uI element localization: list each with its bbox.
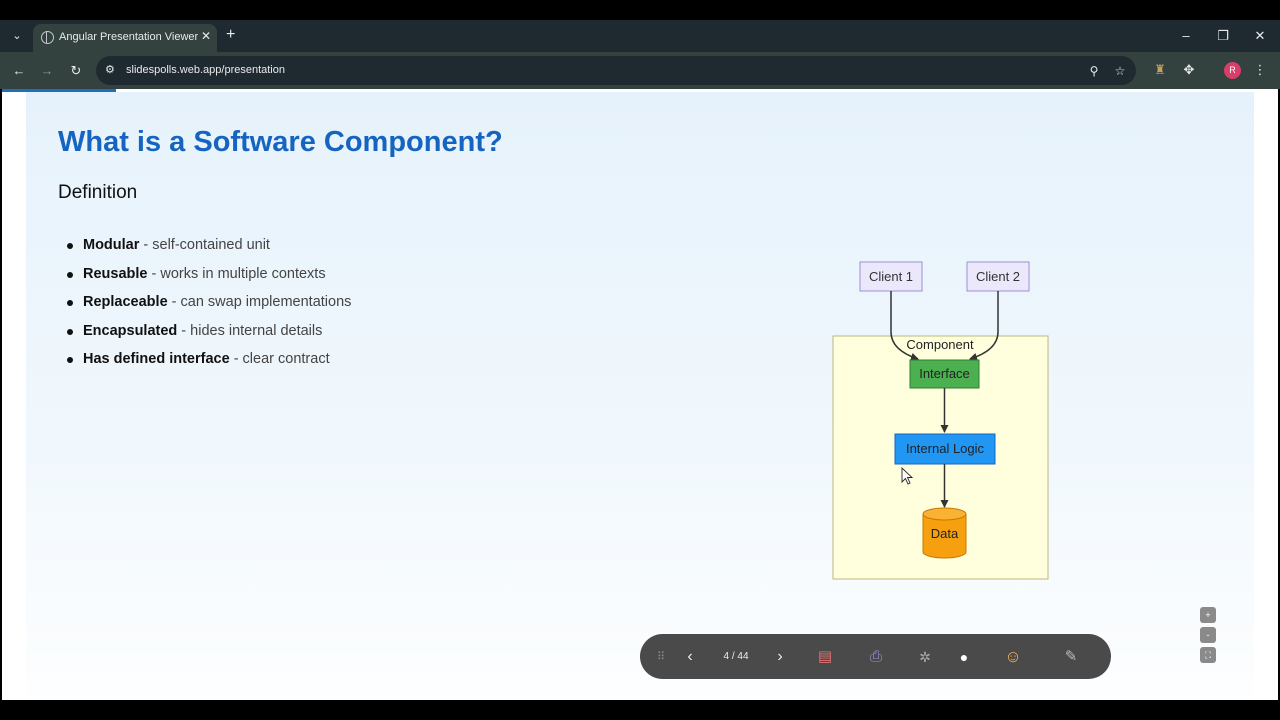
print-icon[interactable]: ⎙: [869, 648, 882, 665]
component-label: Component: [906, 337, 974, 352]
prev-slide-button[interactable]: ‹: [687, 648, 693, 665]
bullet-term: Reusable: [83, 265, 148, 282]
bullet-item: Reusable - works in multiple contexts: [66, 266, 351, 295]
bullet-item: Replaceable - can swap implementations: [66, 294, 351, 323]
data-cylinder-top: [922, 507, 967, 521]
interface-label: Interface: [919, 366, 970, 381]
edge-client2-interface: [969, 291, 999, 361]
extensions-puzzle-icon[interactable]: ✥: [1183, 62, 1195, 77]
bullet-item: Has defined interface - clear contract: [66, 351, 351, 380]
tab-search-dropdown-icon[interactable]: ⌄: [12, 30, 22, 42]
tab-title: Angular Presentation Viewer: [59, 31, 199, 43]
bullet-term: Replaceable: [83, 294, 168, 311]
url-text: slidespolls.web.app/presentation: [126, 64, 285, 76]
data-label: Data: [931, 526, 959, 541]
next-slide-button[interactable]: ›: [777, 648, 783, 665]
close-window-button[interactable]: ✕: [1254, 28, 1266, 43]
slide-title: What is a Software Component?: [58, 126, 503, 158]
settings-icon[interactable]: ✲: [919, 649, 931, 665]
slide-progress-bar: [2, 89, 116, 92]
page-indicator: 4 / 44: [723, 651, 749, 662]
bullet-item: Encapsulated - hides internal details: [66, 323, 351, 352]
pdf-icon[interactable]: ▤: [817, 648, 833, 665]
tab-active[interactable]: Angular Presentation Viewer ✕: [33, 24, 217, 52]
client1-label: Client 1: [869, 269, 913, 284]
bullet-desc: - clear contract: [229, 351, 330, 368]
tab-strip: ⌄ Angular Presentation Viewer ✕ + – ❐ ✕: [0, 20, 1280, 52]
reload-button[interactable]: ↻: [70, 63, 82, 78]
data-cylinder: [922, 514, 967, 559]
zoom-icon[interactable]: ⚲: [1089, 64, 1099, 78]
bookmark-star-icon[interactable]: ☆: [1114, 64, 1126, 78]
restore-button[interactable]: ❐: [1217, 28, 1229, 43]
back-button[interactable]: ←: [12, 63, 26, 78]
browser-toolbar: ← → ↻ ⚙ slidespolls.web.app/presentation…: [0, 52, 1280, 89]
laser-pointer-icon[interactable]: ✎: [1064, 648, 1078, 665]
presentation-controls: ⠿ ‹ 4 / 44 › ▤ ⎙ ✲ ● ☺ ✎: [640, 634, 1111, 679]
internal-logic-label: Internal Logic: [906, 441, 985, 456]
component-diagram: Client 1 Client 2 Component Interface In…: [832, 261, 1049, 580]
profile-avatar[interactable]: R: [1224, 62, 1241, 79]
slide: What is a Software Component? Definition…: [26, 92, 1254, 700]
tab-close-icon[interactable]: ✕: [200, 29, 211, 43]
extension-icon[interactable]: ♜: [1154, 62, 1166, 77]
edge-client1-interface: [890, 291, 919, 361]
fit-screen-button[interactable]: ⛶: [1200, 647, 1216, 663]
menu-kebab-icon[interactable]: ⋮: [1253, 62, 1267, 77]
bullet-term: Modular: [83, 237, 140, 253]
site-info-icon[interactable]: ⚙: [105, 64, 115, 76]
slide-subtitle: Definition: [58, 182, 138, 203]
dot-icon[interactable]: ●: [959, 649, 969, 665]
address-bar[interactable]: ⚙ slidespolls.web.app/presentation ⚲ ☆: [96, 56, 1136, 85]
globe-icon: [41, 31, 54, 44]
mouse-cursor-icon: [901, 466, 914, 485]
client1-box: [859, 261, 923, 292]
bullet-list: Modular - self-contained unit Reusable -…: [66, 237, 351, 380]
bullet-term: Has defined interface: [83, 351, 230, 368]
bullet-desc: - self-contained unit: [139, 237, 270, 253]
drag-handle-icon[interactable]: ⠿: [656, 651, 666, 663]
client2-box: [966, 261, 1030, 292]
bullet-desc: - can swap implementations: [167, 294, 352, 311]
client2-label: Client 2: [976, 269, 1020, 284]
bullet-desc: - works in multiple contexts: [147, 265, 326, 282]
forward-button[interactable]: →: [40, 63, 54, 78]
zoom-out-button[interactable]: -: [1200, 627, 1216, 643]
emoji-icon[interactable]: ☺: [1004, 647, 1022, 666]
page-viewport: What is a Software Component? Definition…: [2, 89, 1278, 700]
bullet-item: Modular - self-contained unit: [66, 237, 351, 266]
interface-box: [909, 359, 980, 389]
bullet-term: Encapsulated: [83, 322, 178, 339]
minimize-button[interactable]: –: [1182, 28, 1190, 43]
new-tab-button[interactable]: +: [226, 26, 236, 43]
bottom-black-bar: [0, 700, 1280, 720]
bullet-desc: - hides internal details: [177, 322, 323, 339]
zoom-in-button[interactable]: +: [1200, 607, 1216, 623]
